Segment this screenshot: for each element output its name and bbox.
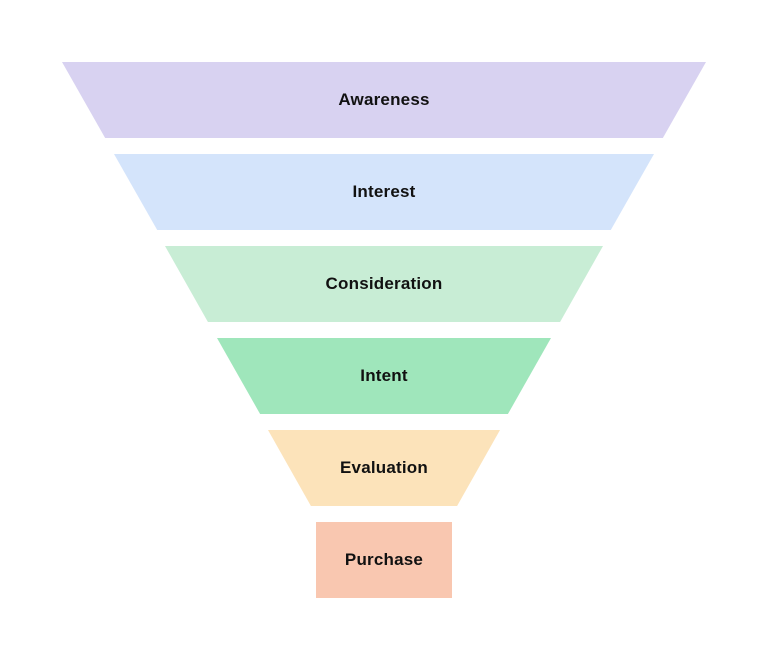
funnel-stage-label: Interest [352, 182, 416, 201]
funnel-stage-label: Intent [360, 366, 408, 385]
funnel-stage-evaluation: Evaluation [268, 430, 500, 506]
funnel-stage-label: Evaluation [340, 458, 428, 477]
funnel-stage-label: Awareness [338, 90, 430, 109]
funnel-stage-label: Purchase [344, 550, 424, 569]
funnel-stage-awareness: Awareness [62, 62, 706, 138]
funnel-stage-interest: Interest [114, 154, 654, 230]
funnel-stage-label: Consideration [325, 274, 443, 293]
funnel-stage-intent: Intent [217, 338, 551, 414]
funnel-stage-purchase: Purchase [316, 522, 452, 598]
funnel-stage-consideration: Consideration [165, 246, 603, 322]
